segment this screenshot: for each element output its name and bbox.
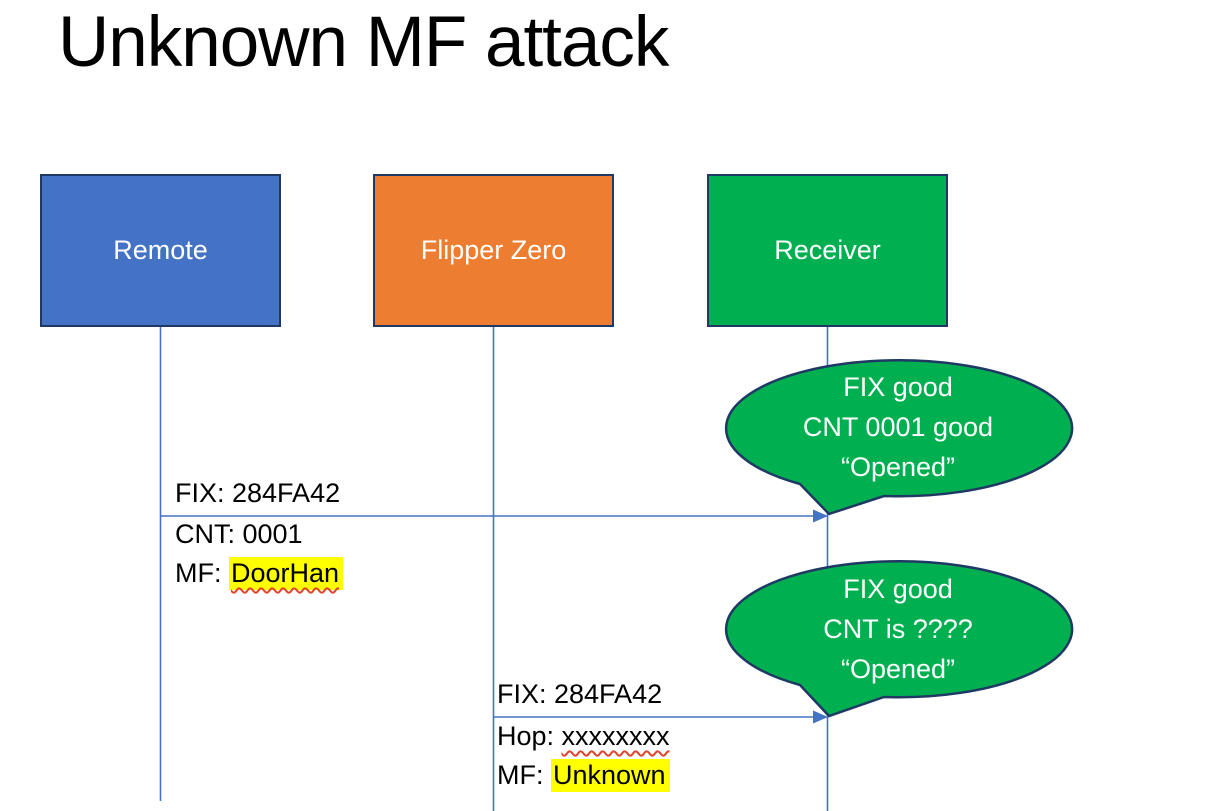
callout-2-line-2: CNT is ????: [823, 614, 973, 644]
actor-label-flipper-zero: Flipper Zero: [420, 235, 567, 265]
message-1-mf-value: DoorHan: [229, 557, 344, 590]
message-2-field-fix: FIX: 284FA42: [497, 679, 663, 709]
message-1-field-cnt: CNT: 0001: [175, 519, 303, 549]
message-2-hop-value: xxxxxxxx: [561, 721, 670, 751]
message-2-field-hop: Hop: xxxxxxxx: [497, 720, 670, 752]
callout-2-text: FIX good CNT is ???? “Opened”: [725, 569, 1071, 689]
actor-label-remote: Remote: [113, 235, 208, 265]
message-1-mf-prefix: MF:: [175, 558, 229, 588]
arrowhead-icon: [813, 509, 828, 523]
callout-1-line-1: FIX good: [843, 372, 953, 402]
callout-1-text: FIX good CNT 0001 good “Opened”: [725, 367, 1071, 487]
actor-box-receiver: Receiver: [707, 174, 948, 327]
callout-1-line-3: “Opened”: [840, 452, 956, 482]
page-title: Unknown MF attack: [58, 3, 669, 82]
actor-box-remote: Remote: [40, 174, 281, 327]
actor-box-flipper-zero: Flipper Zero: [373, 174, 614, 327]
callout-2-line-3: “Opened”: [840, 654, 956, 684]
callout-2-line-1: FIX good: [843, 574, 953, 604]
arrowhead-icon: [813, 710, 828, 724]
actor-label-receiver: Receiver: [774, 235, 881, 265]
callout-1-line-2: CNT 0001 good: [802, 412, 994, 442]
message-2-field-mf: MF: Unknown: [497, 759, 670, 792]
callout-bubble-1: [724, 359, 1074, 516]
message-2-mf-value: Unknown: [551, 759, 670, 792]
message-1-field-fix: FIX: 284FA42: [175, 478, 341, 508]
message-2-hop-prefix: Hop:: [497, 721, 562, 751]
message-1-field-mf: MF: DoorHan: [175, 557, 344, 590]
callout-bubble-2: [724, 560, 1074, 718]
message-2-mf-prefix: MF:: [497, 760, 551, 790]
